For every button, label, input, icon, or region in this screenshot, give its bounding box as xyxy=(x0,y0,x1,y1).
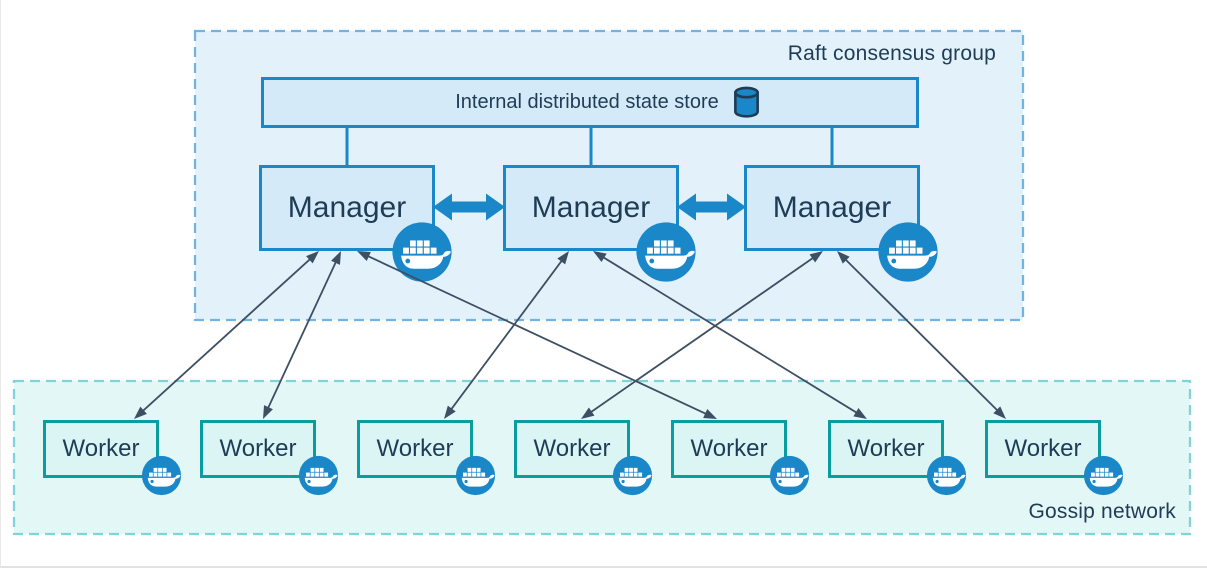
manager-node-3: Manager xyxy=(744,165,920,251)
worker-label: Worker xyxy=(62,435,140,462)
worker-node-1: Worker xyxy=(43,420,159,478)
manager-label: Manager xyxy=(287,191,407,224)
state-store-label: Internal distributed state store xyxy=(455,91,719,113)
worker-label: Worker xyxy=(376,435,454,462)
manager-node-1: Manager xyxy=(259,165,435,251)
gossip-network-label: Gossip network xyxy=(1028,500,1176,523)
worker-label: Worker xyxy=(533,435,611,462)
worker-node-3: Worker xyxy=(357,420,473,478)
manager-node-2: Manager xyxy=(503,165,679,251)
worker-node-7: Worker xyxy=(985,420,1101,478)
worker-node-6: Worker xyxy=(828,420,944,478)
worker-label: Worker xyxy=(219,435,297,462)
database-cylinder-icon xyxy=(733,86,759,118)
manager-label: Manager xyxy=(531,191,651,224)
raft-group-label: Raft consensus group xyxy=(787,42,996,65)
worker-label: Worker xyxy=(847,435,925,462)
worker-node-4: Worker xyxy=(514,420,630,478)
state-store-node: Internal distributed state store xyxy=(261,77,919,128)
worker-node-5: Worker xyxy=(671,420,787,478)
worker-label: Worker xyxy=(690,435,768,462)
worker-node-2: Worker xyxy=(200,420,316,478)
manager-label: Manager xyxy=(772,191,892,224)
worker-label: Worker xyxy=(1004,435,1082,462)
